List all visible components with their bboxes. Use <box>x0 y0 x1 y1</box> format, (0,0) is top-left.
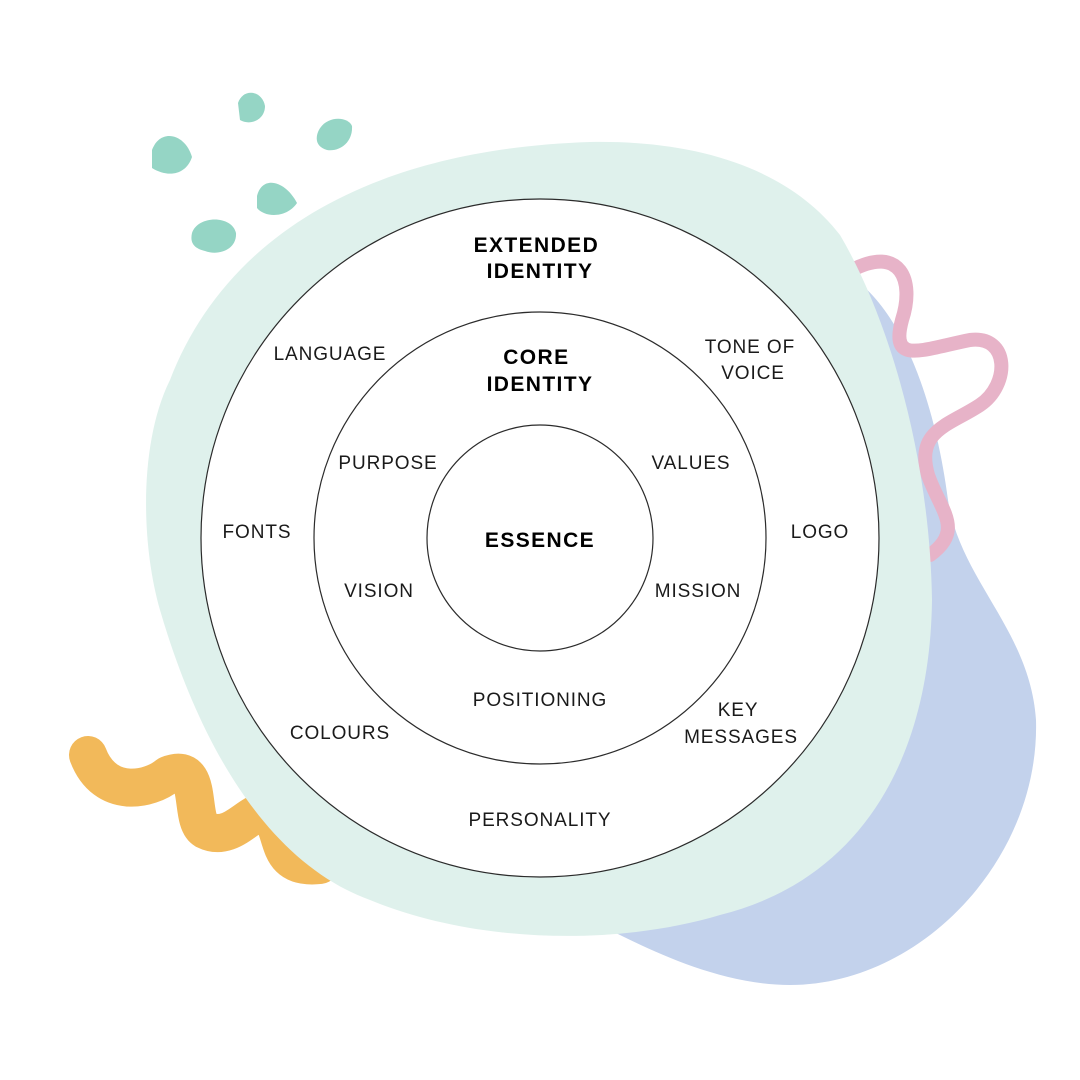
label-values: VALUES <box>652 453 731 474</box>
label-mission: MISSION <box>655 581 742 602</box>
label-positioning: POSITIONING <box>473 690 607 711</box>
mint-dots <box>152 92 353 253</box>
label-language: LANGUAGE <box>274 344 387 365</box>
core-identity-heading: CORE IDENTITY <box>487 346 594 396</box>
essence-circle <box>426 424 654 652</box>
label-purpose: PURPOSE <box>338 453 437 474</box>
mint-dot <box>191 219 237 253</box>
label-logo: LOGO <box>791 522 850 543</box>
label-vision: VISION <box>344 581 414 602</box>
label-tone-of-voice: TONE OF VOICE <box>705 337 802 384</box>
essence-heading: ESSENCE <box>485 529 595 552</box>
label-colours: COLOURS <box>290 723 390 744</box>
pink-squiggle <box>845 254 1009 562</box>
label-fonts: FONTS <box>223 522 292 543</box>
label-personality: PERSONALITY <box>469 810 612 831</box>
mint-dot <box>316 118 353 151</box>
mint-dot <box>152 135 192 174</box>
mint-dot <box>238 92 265 123</box>
label-key-messages: KEY MESSAGES <box>684 700 798 748</box>
mint-dot <box>257 182 297 215</box>
extended-identity-heading: EXTENDED IDENTITY <box>474 234 607 283</box>
